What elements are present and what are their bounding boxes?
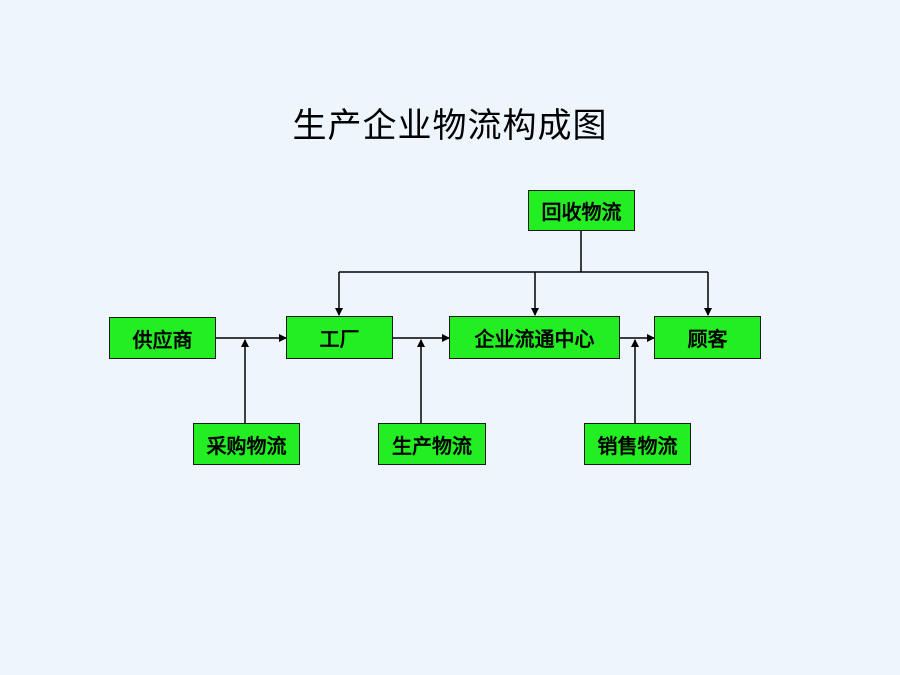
node-purchase-logistics: 采购物流 [193,423,300,465]
node-recycle-logistics: 回收物流 [528,190,635,231]
diagram-title: 生产企业物流构成图 [292,106,608,146]
node-supplier: 供应商 [109,317,216,359]
node-production-logistics: 生产物流 [378,423,486,465]
node-distribution-center: 企业流通中心 [449,316,620,359]
node-customer: 顾客 [654,316,761,359]
node-sales-logistics: 销售物流 [584,423,691,465]
node-factory: 工厂 [286,316,393,359]
